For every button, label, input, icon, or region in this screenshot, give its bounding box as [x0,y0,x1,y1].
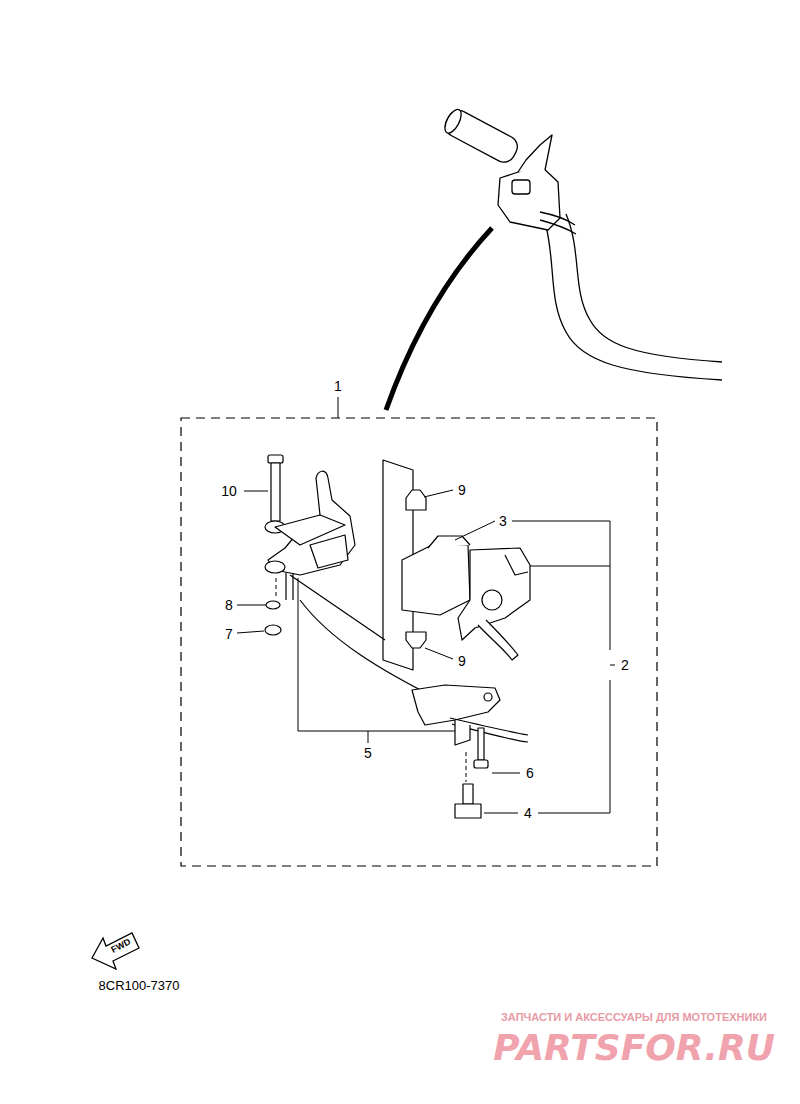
cable [300,600,440,700]
grip [441,107,521,167]
bracket-line [530,566,610,567]
detail-leader [386,228,492,410]
forward-arrow [92,933,139,969]
leader-line [484,813,518,814]
callout-number-holder: 5 [364,746,372,760]
switch-detail [505,555,528,575]
callout-number: 9 [458,482,466,498]
bolt-head [455,804,481,818]
pivot-boss [265,561,285,573]
leader-line [425,648,453,659]
assembly-axis [466,752,467,782]
housing-cap [512,180,530,194]
watermark-text: ЗАПЧАСТИ И АКСЕССУАРЫ ДЛЯ МОТОТЕХНИКИ [501,1011,767,1023]
callout-number-holder: 9 [458,483,466,497]
switch-hole [482,590,502,610]
callout-number-holder: 7 [225,627,233,641]
callout-number: 4 [524,805,532,821]
callout-number: 10 [221,483,237,499]
callout-number-holder: 4 [524,806,532,820]
leader-line [338,397,339,418]
direction-label-holder: FWD [110,937,132,954]
leader-line [455,521,495,540]
cable [290,575,385,640]
cable [540,212,575,225]
callout-number: 2 [621,657,629,673]
grommet [406,490,426,510]
watermark-logo-holder: PARTSFOR.RU [493,1030,775,1066]
leader-line [237,631,264,633]
bracket-line [368,731,369,743]
callout-number: 7 [225,626,233,642]
callout-number-holder: 3 [499,514,507,528]
callout-number-holder: 2 [621,658,629,672]
lever-slot [310,535,348,568]
screw-shank [478,728,484,760]
callout-number: 1 [334,378,342,394]
assembly-frame [181,418,657,866]
grommet [406,632,426,648]
leader-line [237,605,266,606]
washer [266,601,280,609]
handlebar [545,222,722,380]
switch-body [402,545,470,615]
bolt-shank [271,463,280,521]
part-code-holder: 8CR100-7370 [99,979,180,992]
callout-number-holder: 8 [225,598,233,612]
leader-line [244,491,268,492]
leader-line [492,773,520,774]
watermark-text-holder: ЗАПЧАСТИ И АКСЕССУАРЫ ДЛЯ МОТОТЕХНИКИ [501,1012,767,1023]
cable [540,220,576,234]
switch-wire [478,620,518,660]
bolt-head [268,455,283,463]
callout-number: 6 [526,765,534,781]
bracket-line [298,578,455,731]
cable-end [285,573,286,600]
watermark-logo: PARTSFOR.RU [493,1027,775,1068]
throttle-housing [498,165,560,230]
bolt-shank [463,784,473,804]
callout-number-holder: 1 [334,379,342,393]
part-code: 8CR100-7370 [99,978,180,993]
callout-number: 9 [458,653,466,669]
screw-head [474,760,488,768]
switch-tab [455,720,470,745]
callout-number: 5 [364,745,372,761]
callout-number-holder: 6 [526,766,534,780]
callout-number-holder: 10 [221,484,237,498]
handlebar [566,214,722,362]
nut [265,625,281,635]
switch-pin [484,693,492,701]
callout-number: 8 [225,597,233,613]
switch-flange [458,548,530,640]
callout-number: 3 [499,513,507,529]
leader-line [424,490,453,497]
direction-label: FWD [109,936,132,954]
bracket-line [512,521,610,650]
switch-cap [428,536,470,548]
bracket-line [610,665,615,666]
throttle-lever [518,135,552,172]
bracket-line [538,680,610,813]
callout-number-holder: 9 [458,654,466,668]
assembly-axis [276,578,277,598]
